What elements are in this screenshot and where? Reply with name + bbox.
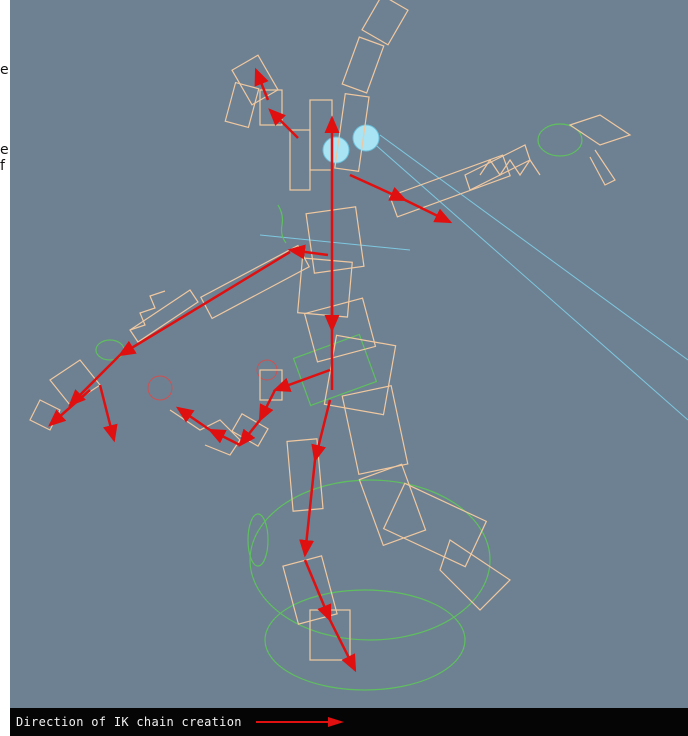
caption-bar: Direction of IK chain creation [10,708,688,736]
arrow-right-icon [255,717,344,727]
rig-wireframe [29,0,688,691]
arm-controls [147,359,278,401]
ik-chain-arrows [48,67,453,673]
caption-text: Direction of IK chain creation [16,715,242,729]
bone-wireframe [29,0,632,661]
helper-lines [259,134,688,421]
clipped-text-fragment: e [0,142,9,158]
eye-helpers [322,124,380,164]
page-margin [0,0,10,736]
clipped-text-fragment: f [0,158,5,174]
clipped-text-fragment: e [0,62,9,78]
control-curves [95,123,583,691]
3d-viewport[interactable] [10,0,688,708]
